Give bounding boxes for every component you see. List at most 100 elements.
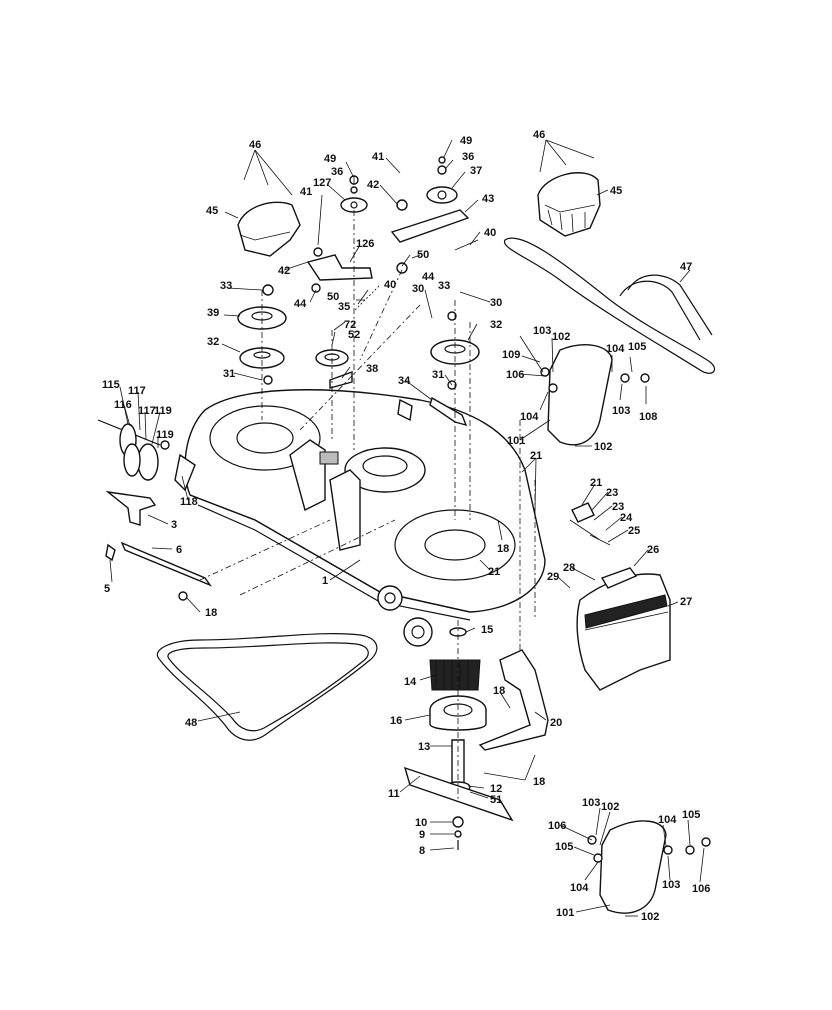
center-idler-assembly: [306, 175, 381, 450]
callout-23-a: 23: [606, 487, 618, 499]
callout-45-right: 45: [610, 185, 622, 197]
callout-104-bottom-right: 104: [658, 814, 677, 826]
callout-33-left: 33: [220, 280, 232, 292]
callout-39: 39: [207, 307, 219, 319]
callout-45-left: 45: [206, 205, 218, 217]
callout-102-mid: 102: [594, 441, 612, 453]
callout-41-left: 41: [300, 186, 312, 198]
callout-41-right: 41: [372, 151, 384, 163]
callout-36-right: 36: [462, 151, 474, 163]
callout-9: 9: [419, 829, 425, 841]
callout-20: 20: [550, 717, 562, 729]
callout-18-baffle: 18: [493, 685, 505, 697]
callout-44-left: 44: [294, 298, 307, 310]
callout-50-left: 50: [327, 291, 339, 303]
callout-117-a: 117: [128, 385, 146, 397]
callout-10: 10: [415, 817, 427, 829]
callout-26: 26: [647, 544, 659, 556]
callout-109: 109: [502, 349, 520, 361]
callout-3: 3: [171, 519, 177, 531]
discharge-chute-deflector: [569, 502, 671, 691]
callout-40-right: 40: [484, 227, 496, 239]
callout-31-left: 31: [223, 368, 235, 380]
callout-47: 47: [680, 261, 692, 273]
callout-11: 11: [388, 788, 400, 800]
callout-118: 118: [180, 496, 198, 508]
callout-102-bottom-b: 102: [641, 911, 659, 923]
left-pulley-stack: [237, 201, 301, 420]
callout-21-top: 21: [530, 450, 542, 462]
callout-46-left: 46: [249, 139, 261, 151]
callout-37: 37: [470, 165, 482, 177]
callout-117-b: 117: [138, 405, 156, 417]
callout-42-right: 42: [367, 179, 379, 191]
callout-52: 52: [348, 329, 360, 341]
callout-1: 1: [322, 575, 328, 587]
callout-46-right: 46: [533, 129, 545, 141]
callout-36-left: 36: [331, 166, 343, 178]
callout-28: 28: [563, 562, 575, 574]
callout-40-center: 40: [384, 279, 396, 291]
callout-8: 8: [419, 845, 425, 857]
callout-29: 29: [547, 571, 559, 583]
callout-101-bottom: 101: [556, 907, 574, 919]
callout-30-right: 30: [490, 297, 502, 309]
callout-51: 51: [490, 794, 502, 806]
callout-35: 35: [338, 301, 350, 313]
callout-18-left: 18: [205, 607, 217, 619]
callout-119-b: 119: [156, 429, 174, 441]
part-callout-numbers: 46 46 45 45 41 41 49 49 36 36 127 42 42 …: [102, 129, 710, 923]
callout-34: 34: [398, 375, 411, 387]
callout-72: 72: [344, 319, 356, 331]
right-pulley-cover: [537, 172, 601, 237]
callout-106-bottom-left: 106: [548, 820, 566, 832]
callout-24: 24: [620, 512, 633, 524]
anti-scalp-guard-upper: [540, 344, 650, 446]
callout-103-top-right: 103: [612, 405, 630, 417]
callout-leader-lines: [109, 139, 705, 917]
callout-32-left: 32: [207, 336, 219, 348]
callout-13: 13: [418, 741, 430, 753]
callout-116: 116: [114, 399, 132, 411]
callout-42-left: 42: [278, 265, 290, 277]
callout-104-bottom-left: 104: [570, 882, 589, 894]
anti-scalp-guard-lower: [587, 820, 711, 914]
callout-106-top: 106: [506, 369, 524, 381]
deck-drive-belt-upper: [503, 237, 715, 374]
callout-31-right: 31: [432, 369, 444, 381]
assembly-dashed-lines: [239, 304, 471, 596]
callout-14: 14: [404, 676, 417, 688]
callout-50-right: 50: [417, 249, 429, 261]
callout-49-right: 49: [460, 135, 472, 147]
callout-30-left: 30: [412, 283, 424, 295]
callout-5: 5: [104, 583, 110, 595]
callout-18-bottom: 18: [533, 776, 545, 788]
callout-119-a: 119: [154, 405, 172, 417]
callout-15: 15: [481, 624, 493, 636]
callout-48: 48: [185, 717, 197, 729]
callout-6: 6: [176, 544, 182, 556]
callout-127: 127: [313, 177, 331, 189]
callout-32-right: 32: [490, 319, 502, 331]
callout-18-deck: 18: [497, 543, 509, 555]
callout-12: 12: [490, 783, 502, 795]
front-gauge-wheel-assembly: [97, 419, 196, 492]
callout-43: 43: [482, 193, 494, 205]
callout-44-right: 44: [422, 271, 435, 283]
callout-126: 126: [356, 238, 374, 250]
mower-deck-housing: [184, 389, 546, 621]
callout-105-bottom-right: 105: [682, 809, 700, 821]
callout-102-top: 102: [552, 331, 570, 343]
callout-49-left: 49: [324, 153, 336, 165]
callout-103-bottom-right: 103: [662, 879, 680, 891]
callout-104-top-right: 104: [606, 343, 625, 355]
callout-21-right: 21: [590, 477, 602, 489]
callout-105-bottom-left: 105: [555, 841, 573, 853]
callout-105-top: 105: [628, 341, 646, 353]
callout-102-bottom: 102: [601, 801, 619, 813]
callout-27: 27: [680, 596, 692, 608]
callout-23-b: 23: [612, 501, 624, 513]
callout-33-right: 33: [438, 280, 450, 292]
callout-38: 38: [366, 363, 378, 375]
